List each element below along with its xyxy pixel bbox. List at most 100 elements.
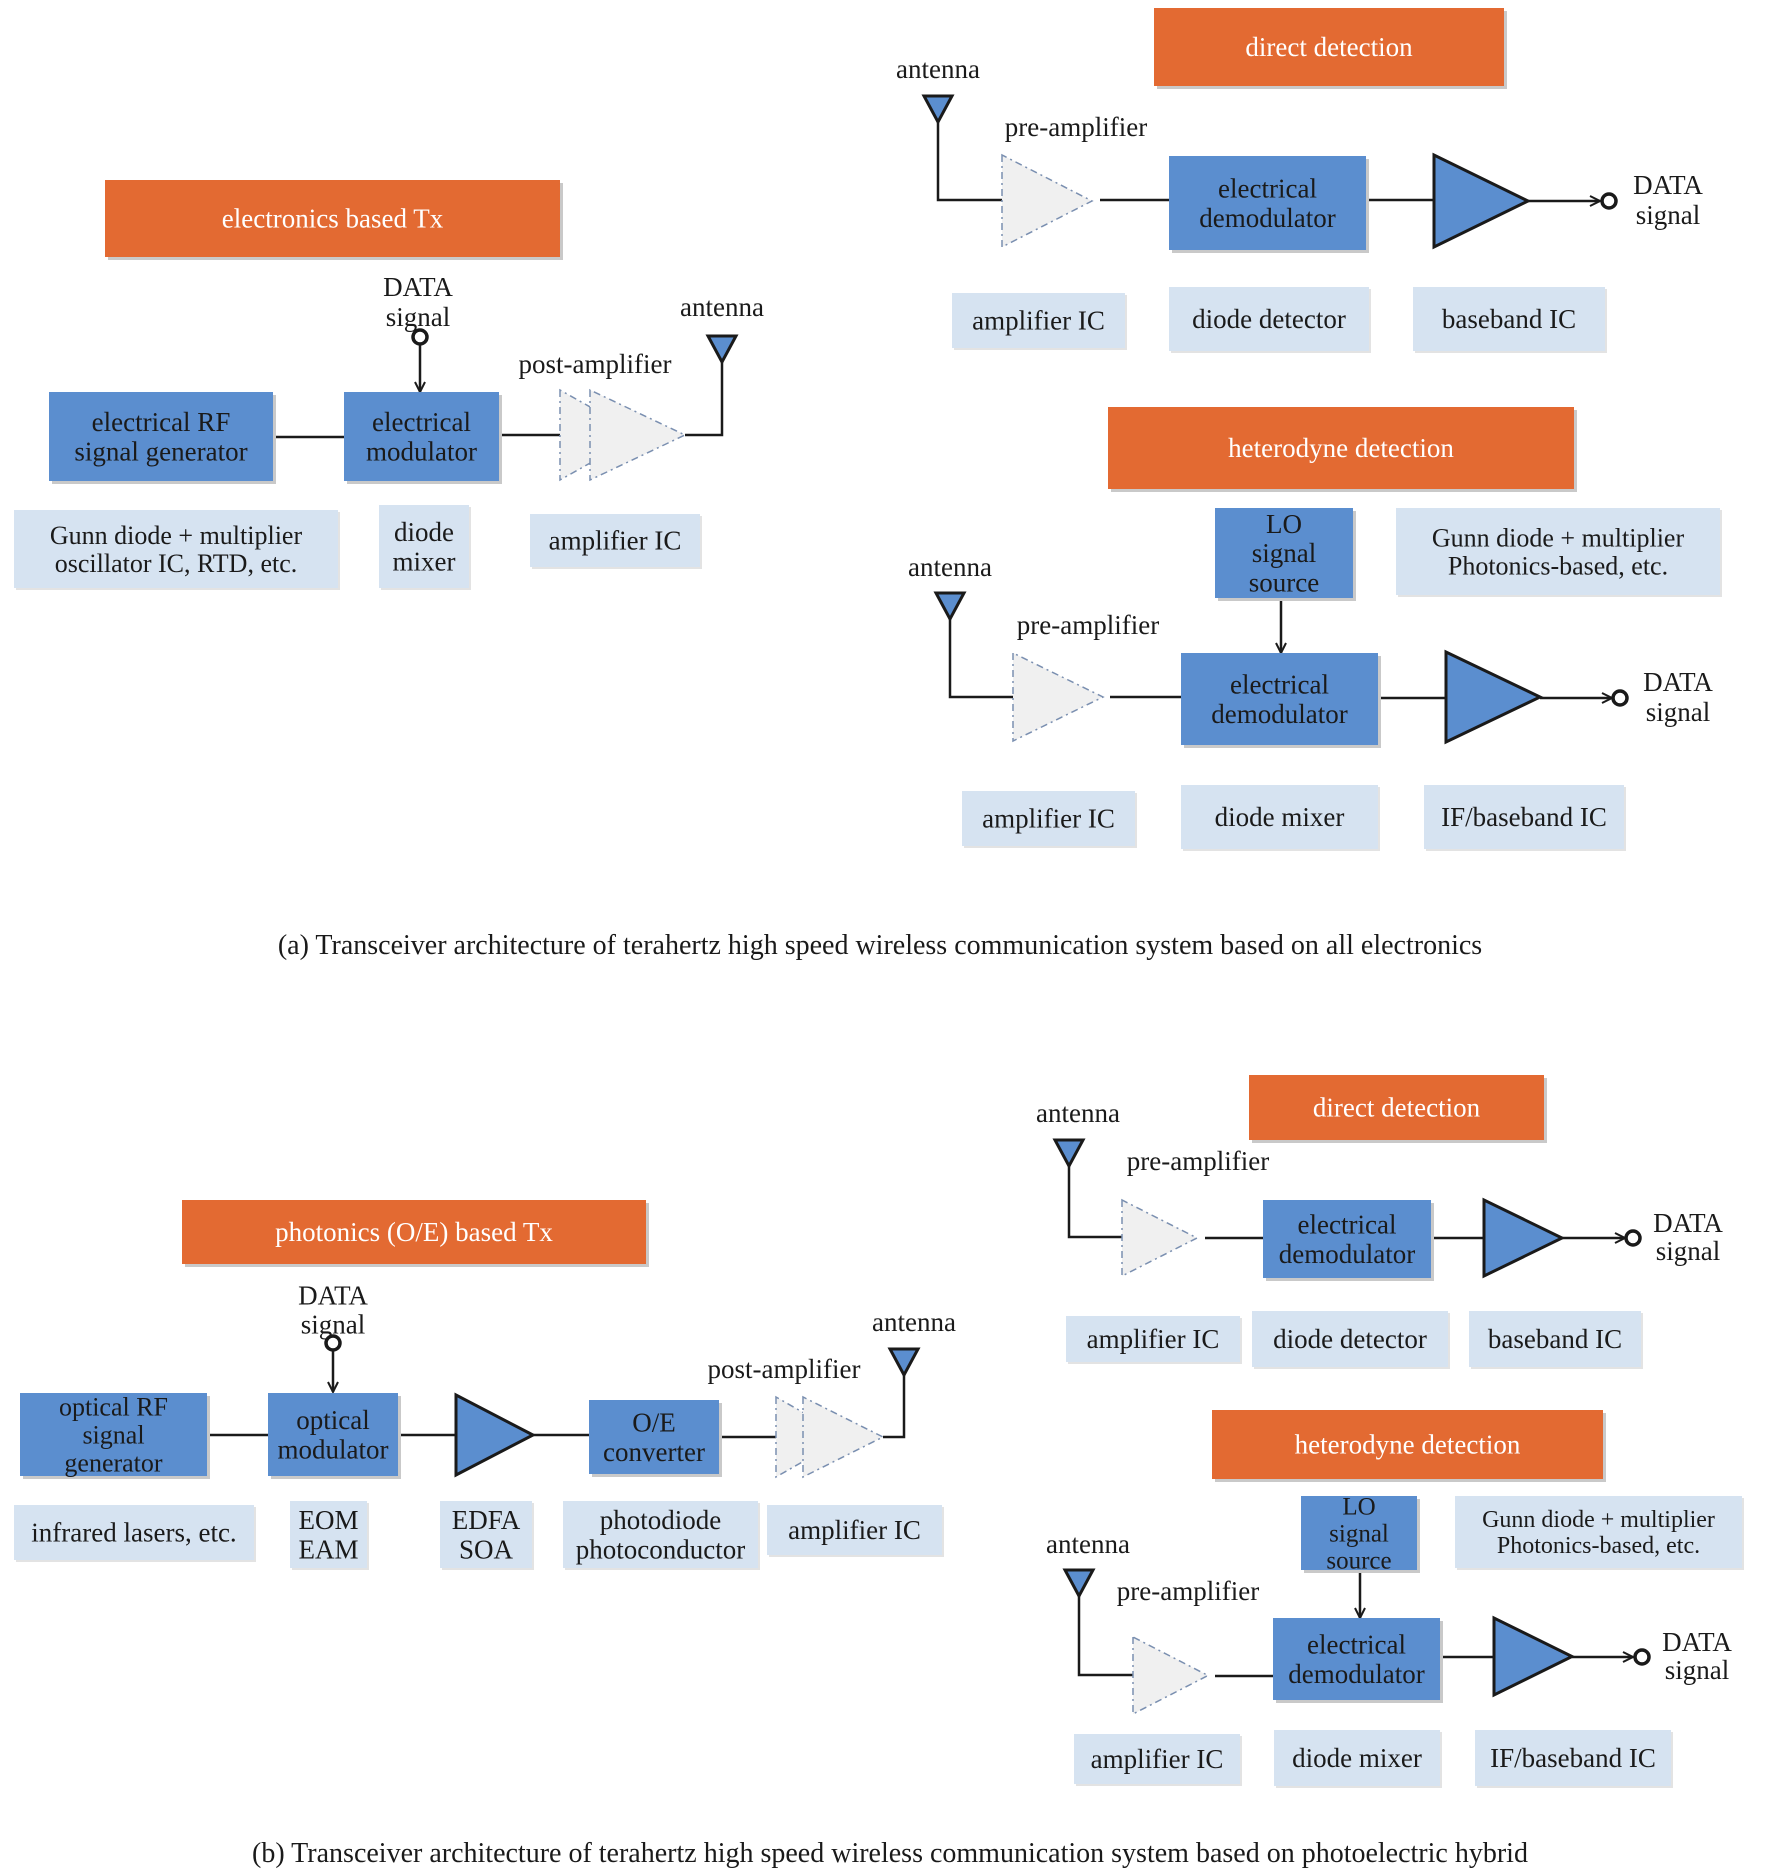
a-rxd-header <box>1154 8 1504 86</box>
b-rxh-lo-note-text-line: Photonics-based, etc. <box>1497 1533 1700 1559</box>
a-tx-antenna-icon <box>705 334 739 366</box>
a-rxh-data-signal-label-line: signal <box>1646 697 1711 727</box>
b-rxd-detector-note-text-line: diode detector <box>1273 1324 1427 1354</box>
b-rxh-baseband-note <box>1475 1730 1671 1786</box>
a-tx-rf-generator-note-text-line: Gunn diode + multiplier <box>50 521 303 550</box>
diagram-shapes <box>14 8 1744 1788</box>
b-tx-rf-generator-block-text-line: optical RF <box>59 1392 168 1421</box>
b-rxh-data-signal-label-line: signal <box>1665 1655 1730 1685</box>
a-rxh-baseband-amp <box>1444 649 1544 745</box>
a-rxh-baseband-note <box>1424 785 1624 849</box>
b-tx-antenna-icon <box>887 1347 921 1379</box>
a-tx-rf-generator-block <box>49 392 273 481</box>
a-rxh-header-text: heterodyne detection <box>1228 433 1454 463</box>
b-tx-oe-converter-block <box>589 1400 719 1474</box>
a-rxh-lo-block-text-line: source <box>1249 567 1319 597</box>
a-tx-modulator-block-text-line: electrical <box>372 407 471 437</box>
a-rxd-antenna-label: antenna <box>896 54 980 84</box>
b-tx-amplifier-note <box>767 1505 942 1555</box>
b-rxd-baseband-note <box>1469 1311 1641 1367</box>
a-tx-amplifier-note-text: amplifier IC <box>549 526 682 556</box>
a-tx-antenna-label: antenna <box>680 292 764 322</box>
b-tx-edfa-amp <box>454 1392 537 1478</box>
a-rxd-amplifier-note <box>952 293 1125 348</box>
b-rxd-antenna-icon <box>1052 1138 1086 1170</box>
b-tx-edfa-note-text-line: EDFA <box>452 1505 521 1535</box>
b-rxd-header <box>1249 1075 1544 1140</box>
a-rxd-amplifier-note-text: amplifier IC <box>972 306 1105 336</box>
a-tx-post-amplifier-label: post-amplifier <box>519 349 672 379</box>
b-tx-amplifier-note-text-line: amplifier IC <box>788 1515 921 1545</box>
b-rxh-lo-block <box>1301 1496 1417 1570</box>
b-rxd-detector-note <box>1252 1311 1448 1367</box>
b-rxh-header <box>1212 1410 1603 1479</box>
b-tx-post-amplifier-label: post-amplifier <box>708 1354 861 1384</box>
b-rxh-demodulator-block-text-line: demodulator <box>1288 1659 1424 1689</box>
b-tx-data-signal-label-line: signal <box>301 1310 366 1340</box>
b-tx-data-port <box>324 1334 342 1352</box>
b-tx-modulator-block-text-line: modulator <box>278 1434 389 1464</box>
b-tx-modulator-block-text-line: optical <box>296 1405 369 1435</box>
a-tx-modulator-note-text-line: diode <box>394 517 454 547</box>
a-rxd-detector-note-text: diode detector <box>1192 304 1346 334</box>
a-tx-modulator-note <box>379 505 469 588</box>
a-rxh-wire-antenna-amp <box>948 619 1013 699</box>
b-tx-rf-generator-block <box>20 1393 207 1476</box>
a-rxh-lo-block-text-line: LO <box>1266 509 1302 539</box>
b-tx-modulator-block <box>268 1393 398 1476</box>
b-rxh-data-signal-label-line: DATA <box>1662 1627 1732 1657</box>
a-rxh-lo-block-text-line: signal <box>1252 538 1317 568</box>
a-rxd-detector-note-text-line: diode detector <box>1192 304 1346 334</box>
a-tx-rf-generator-block-text-line: electrical RF <box>92 407 231 437</box>
a-tx-rf-generator-note <box>14 510 338 588</box>
b-tx-header <box>182 1200 646 1264</box>
b-rxh-pre-amp <box>1132 1635 1210 1716</box>
b-rxh-antenna-icon <box>1062 1568 1096 1600</box>
a-tx-amplifier-note-text-line: amplifier IC <box>549 526 682 556</box>
b-rxh-header-text: heterodyne detection <box>1295 1430 1521 1460</box>
b-tx-modulator-note-text-line: EOM <box>299 1505 359 1535</box>
b-tx-oe-converter-block-text-line: converter <box>603 1437 705 1467</box>
b-tx-oe-converter-note-text-line: photodiode <box>600 1505 722 1535</box>
b-rxd-header-text: direct detection <box>1313 1093 1481 1123</box>
a-rxh-mixer-note-text: diode mixer <box>1215 802 1345 832</box>
b-tx-oe-converter-note <box>563 1501 758 1568</box>
b-tx-rf-generator-note <box>14 1505 254 1560</box>
a-rxh-pre-amplifier-label: pre-amplifier <box>1017 610 1159 640</box>
a-rxd-data-signal-label-line: DATA <box>1633 170 1703 200</box>
connection-wires <box>207 122 1633 1678</box>
b-rxd-demodulator-block <box>1263 1200 1431 1278</box>
a-rxd-pre-amp <box>1001 153 1094 249</box>
b-rxh-lo-note-text-line: Gunn diode + multiplier <box>1482 1507 1715 1533</box>
b-tx-oe-converter-note-text-line: photoconductor <box>576 1534 745 1564</box>
b-rxh-pre-amplifier-label: pre-amplifier <box>1117 1576 1259 1606</box>
b-rxh-demodulator-block-text-line: electrical <box>1307 1630 1406 1660</box>
b-rxh-lo-block-text-line: source <box>1326 1548 1391 1575</box>
a-tx-header-text: electronics based Tx <box>222 204 444 234</box>
b-rxd-wire-antenna-amp <box>1067 1166 1122 1239</box>
a-rxd-antenna-icon <box>921 94 955 126</box>
b-tx-edfa-note <box>440 1501 532 1568</box>
a-rxh-baseband-note-text: IF/baseband IC <box>1441 802 1607 832</box>
a-rxh-demodulator-block <box>1181 653 1378 745</box>
a-rxd-baseband-note-text: baseband IC <box>1442 304 1576 334</box>
a-rxh-data-port <box>1611 689 1629 707</box>
a-tx-data-signal-label-line: signal <box>386 302 451 332</box>
b-tx-edfa-note-text-line: SOA <box>459 1534 514 1564</box>
a-rxh-mixer-note <box>1181 785 1378 849</box>
a-rxh-demodulator-block-text-line: demodulator <box>1211 699 1347 729</box>
a-rxd-amplifier-note-text-line: amplifier IC <box>972 306 1105 336</box>
a-tx-amplifier-note <box>530 514 700 567</box>
b-tx-modulator-note <box>290 1501 367 1568</box>
b-tx-header-text: photonics (O/E) based Tx <box>275 1217 553 1247</box>
